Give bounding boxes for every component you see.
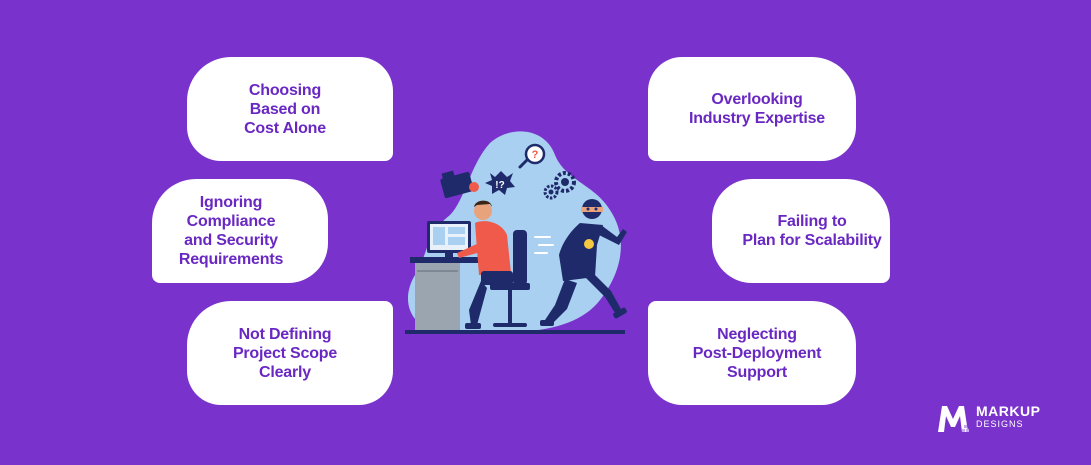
card-overlooking-expertise: Overlooking Industry Expertise bbox=[648, 57, 856, 161]
card-choosing-cost: Choosing Based on Cost Alone bbox=[187, 57, 393, 161]
card-not-defining-scope: Not Defining Project Scope Clearly bbox=[187, 301, 393, 405]
svg-text:!?: !? bbox=[495, 180, 504, 191]
card-neglecting-support: Neglecting Post-Deployment Support bbox=[648, 301, 856, 405]
speech-bubble-icon: !? bbox=[485, 171, 515, 195]
desk bbox=[410, 257, 480, 330]
magnifier-icon: ? bbox=[518, 143, 546, 169]
logo-sub-text: DESIGNS bbox=[976, 419, 1024, 429]
motion-lines bbox=[534, 236, 554, 254]
logo-brand-text: MARKUP bbox=[976, 403, 1041, 419]
svg-text:?: ? bbox=[532, 149, 539, 161]
seated-person bbox=[457, 200, 513, 329]
gear-icon bbox=[543, 171, 576, 200]
markup-m-icon bbox=[938, 406, 969, 432]
central-illustration: !? ? bbox=[405, 131, 627, 334]
thief-figure bbox=[540, 199, 627, 326]
monitor-icon bbox=[427, 221, 471, 257]
folder-icon bbox=[440, 170, 479, 199]
floor-line bbox=[405, 330, 625, 334]
chair bbox=[490, 230, 530, 327]
brand-logo[interactable]: MARKUP DESIGNS bbox=[936, 402, 1040, 434]
card-ignoring-compliance: Ignoring Compliance and Security Require… bbox=[152, 179, 328, 283]
card-failing-scalability: Failing to Plan for Scalability bbox=[712, 179, 890, 283]
